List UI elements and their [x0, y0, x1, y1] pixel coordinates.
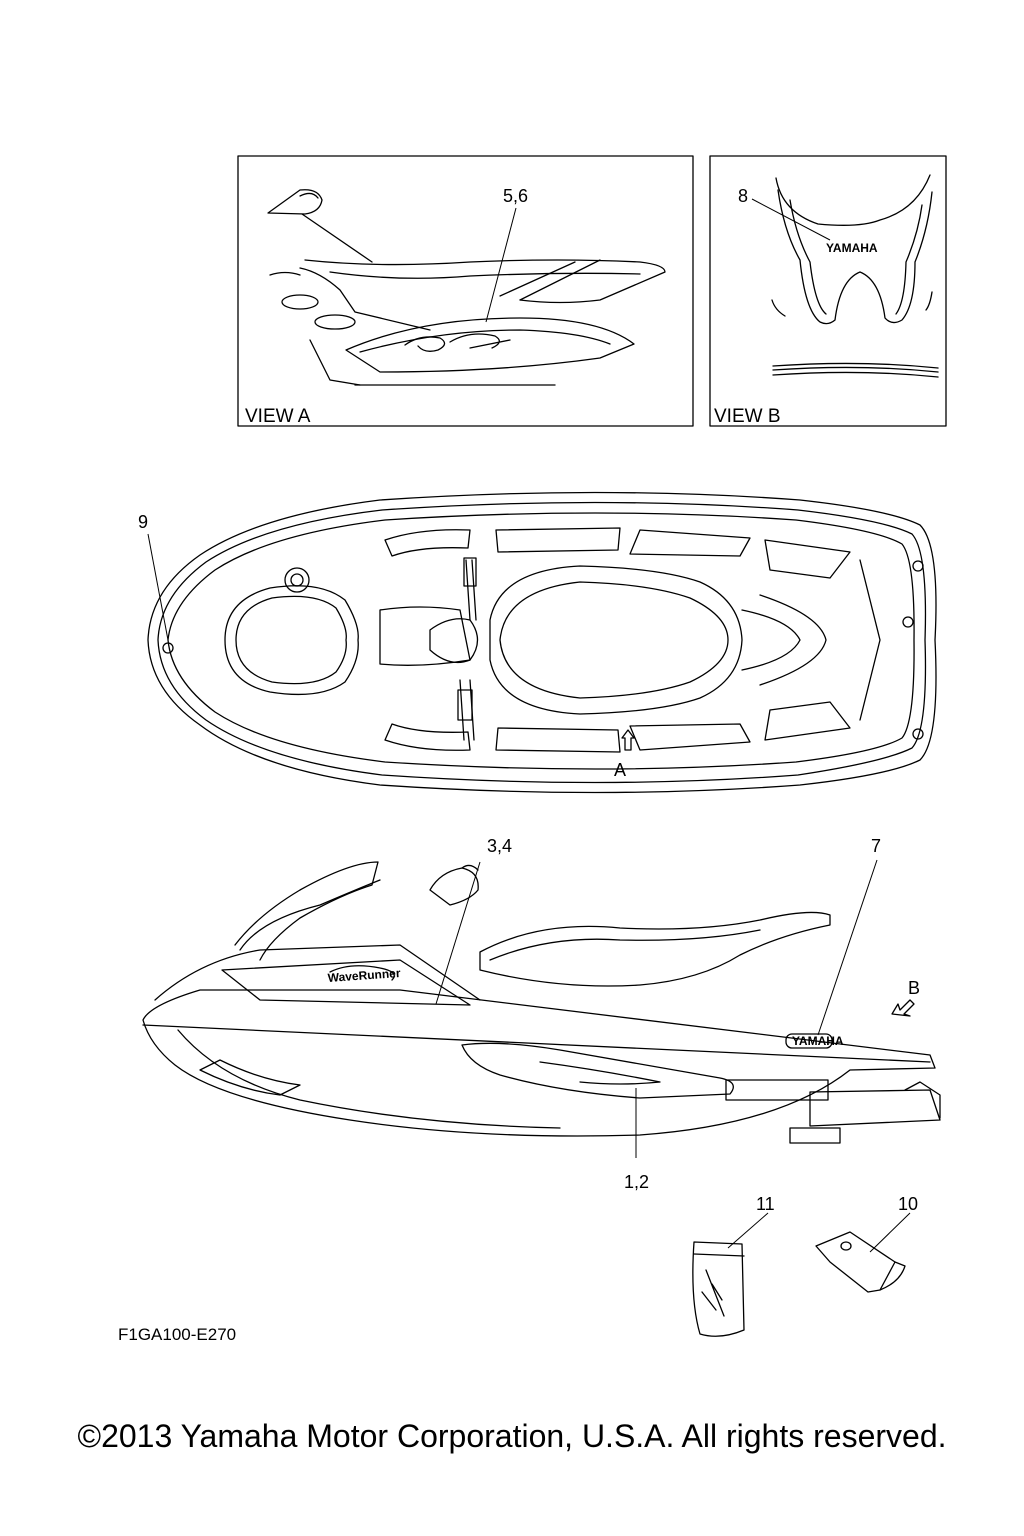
top-view — [147, 491, 937, 794]
svg-text:WaveRunner: WaveRunner — [327, 966, 401, 985]
callout-7: 7 — [871, 836, 881, 856]
callout-9: 9 — [138, 512, 148, 532]
diagram-code: F1GA100-E270 — [118, 1325, 236, 1344]
side-view: WaveRunner YAMAHA — [142, 859, 941, 1158]
callout-arrow-a: A — [614, 760, 626, 780]
item-11-pouch — [692, 1212, 769, 1337]
callout-8: 8 — [738, 186, 748, 206]
view-a-label: VIEW A — [245, 406, 311, 427]
callout-3-4: 3,4 — [487, 836, 512, 856]
callout-11: 11 — [756, 1194, 775, 1214]
callout-5-6: 5,6 — [503, 186, 528, 206]
callout-arrow-b: B — [908, 978, 920, 998]
item-10-pad — [815, 1212, 911, 1293]
callout-10: 10 — [898, 1194, 918, 1214]
svg-text:YAMAHA: YAMAHA — [792, 1034, 844, 1048]
copyright-notice: ©2013 Yamaha Motor Corporation, U.S.A. A… — [77, 1418, 947, 1454]
view-b-panel: YAMAHA — [709, 155, 947, 427]
yamaha-logo-decal: YAMAHA — [826, 241, 878, 255]
view-a-panel — [237, 155, 694, 427]
callout-1-2: 1,2 — [624, 1172, 649, 1192]
view-b-label: VIEW B — [714, 406, 781, 427]
